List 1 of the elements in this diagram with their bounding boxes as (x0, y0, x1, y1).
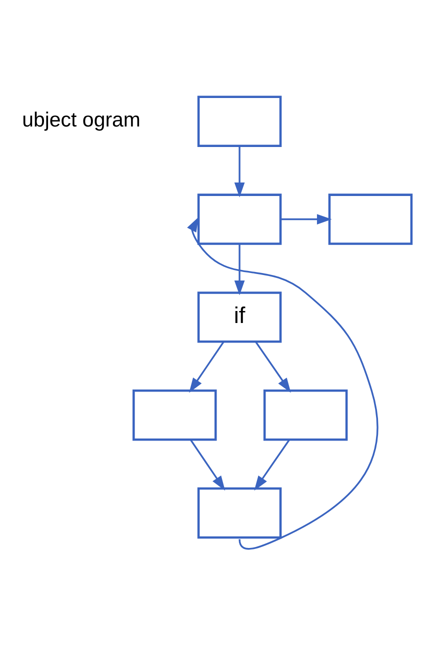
label: ubject ogram (22, 108, 140, 131)
